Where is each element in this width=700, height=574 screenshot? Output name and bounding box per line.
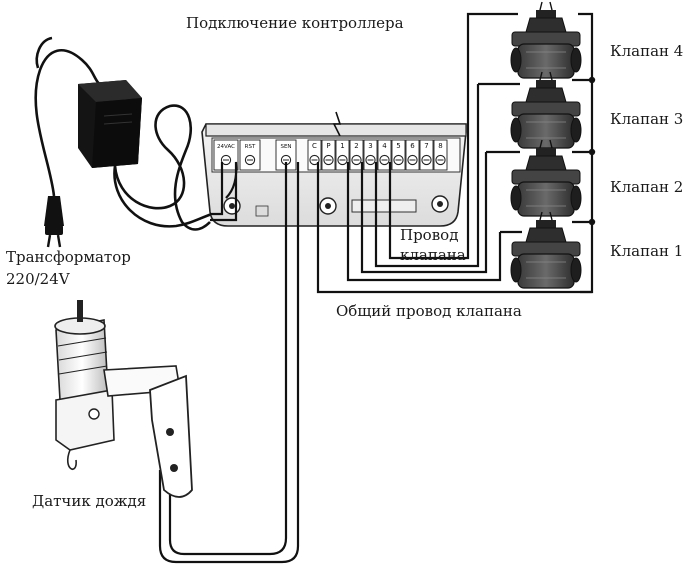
valve-wire-3 (374, 84, 480, 268)
terminal-label: 8 (438, 142, 442, 150)
valve-label: Клапан 3 (610, 110, 684, 128)
controller: 24VAC RST SEN C P 1 2 3 4 5 6 7 8 (201, 111, 467, 227)
rain-sensor-wire (168, 162, 288, 556)
terminal-label: 5 (396, 142, 400, 150)
terminal-label: 3 (368, 142, 372, 150)
common-wire (316, 80, 594, 294)
wire-junctions (588, 76, 596, 226)
transformer (34, 36, 213, 248)
diagram-title: Подключение контроллера (186, 14, 404, 32)
terminal-label: 1 (340, 142, 344, 150)
terminal-label: 2 (354, 142, 358, 150)
valve-wire-label-line2: клапана (400, 246, 466, 264)
terminal-label: SEN (280, 144, 291, 150)
valve-wire-4 (388, 12, 518, 260)
valve-group (510, 1, 582, 289)
rain-sensor (54, 300, 193, 498)
transformer-output-cable (113, 104, 211, 231)
terminal-strip: 24VAC RST SEN C P 1 2 3 4 5 6 7 8 (213, 139, 448, 171)
transformer-mains-cable (34, 49, 105, 197)
terminal-label: RST (245, 144, 256, 150)
valve-icon (510, 71, 582, 149)
valve-wire-1 (346, 162, 502, 282)
valve-icon (510, 1, 582, 79)
terminal-label: 4 (382, 142, 387, 150)
terminal-label: C (312, 142, 317, 150)
valve-label: Клапан 1 (610, 242, 684, 260)
terminal-label: 6 (410, 142, 415, 150)
power-plug-icon (44, 196, 64, 248)
transformer-body-icon (78, 80, 142, 168)
terminal-label: 7 (424, 142, 428, 150)
valve-icon (510, 211, 582, 289)
common-wire-label: Общий провод клапана (336, 302, 522, 320)
wires (158, 12, 594, 564)
valve-wire-2 (360, 152, 488, 274)
valve-wire-label-line1: Провод (400, 226, 459, 244)
transformer-label-line1: Трансформатор (6, 248, 131, 266)
valve-label: Клапан 4 (610, 42, 684, 60)
valve-label: Клапан 2 (610, 178, 684, 196)
rain-sensor-icon (54, 300, 193, 498)
terminal-label: 24VAC (217, 144, 235, 150)
valve-icon (510, 139, 582, 217)
terminal-label: P (326, 142, 330, 150)
rain-sensor-label: Датчик дождя (32, 492, 147, 510)
transformer-label-line2: 220/24V (6, 270, 70, 288)
